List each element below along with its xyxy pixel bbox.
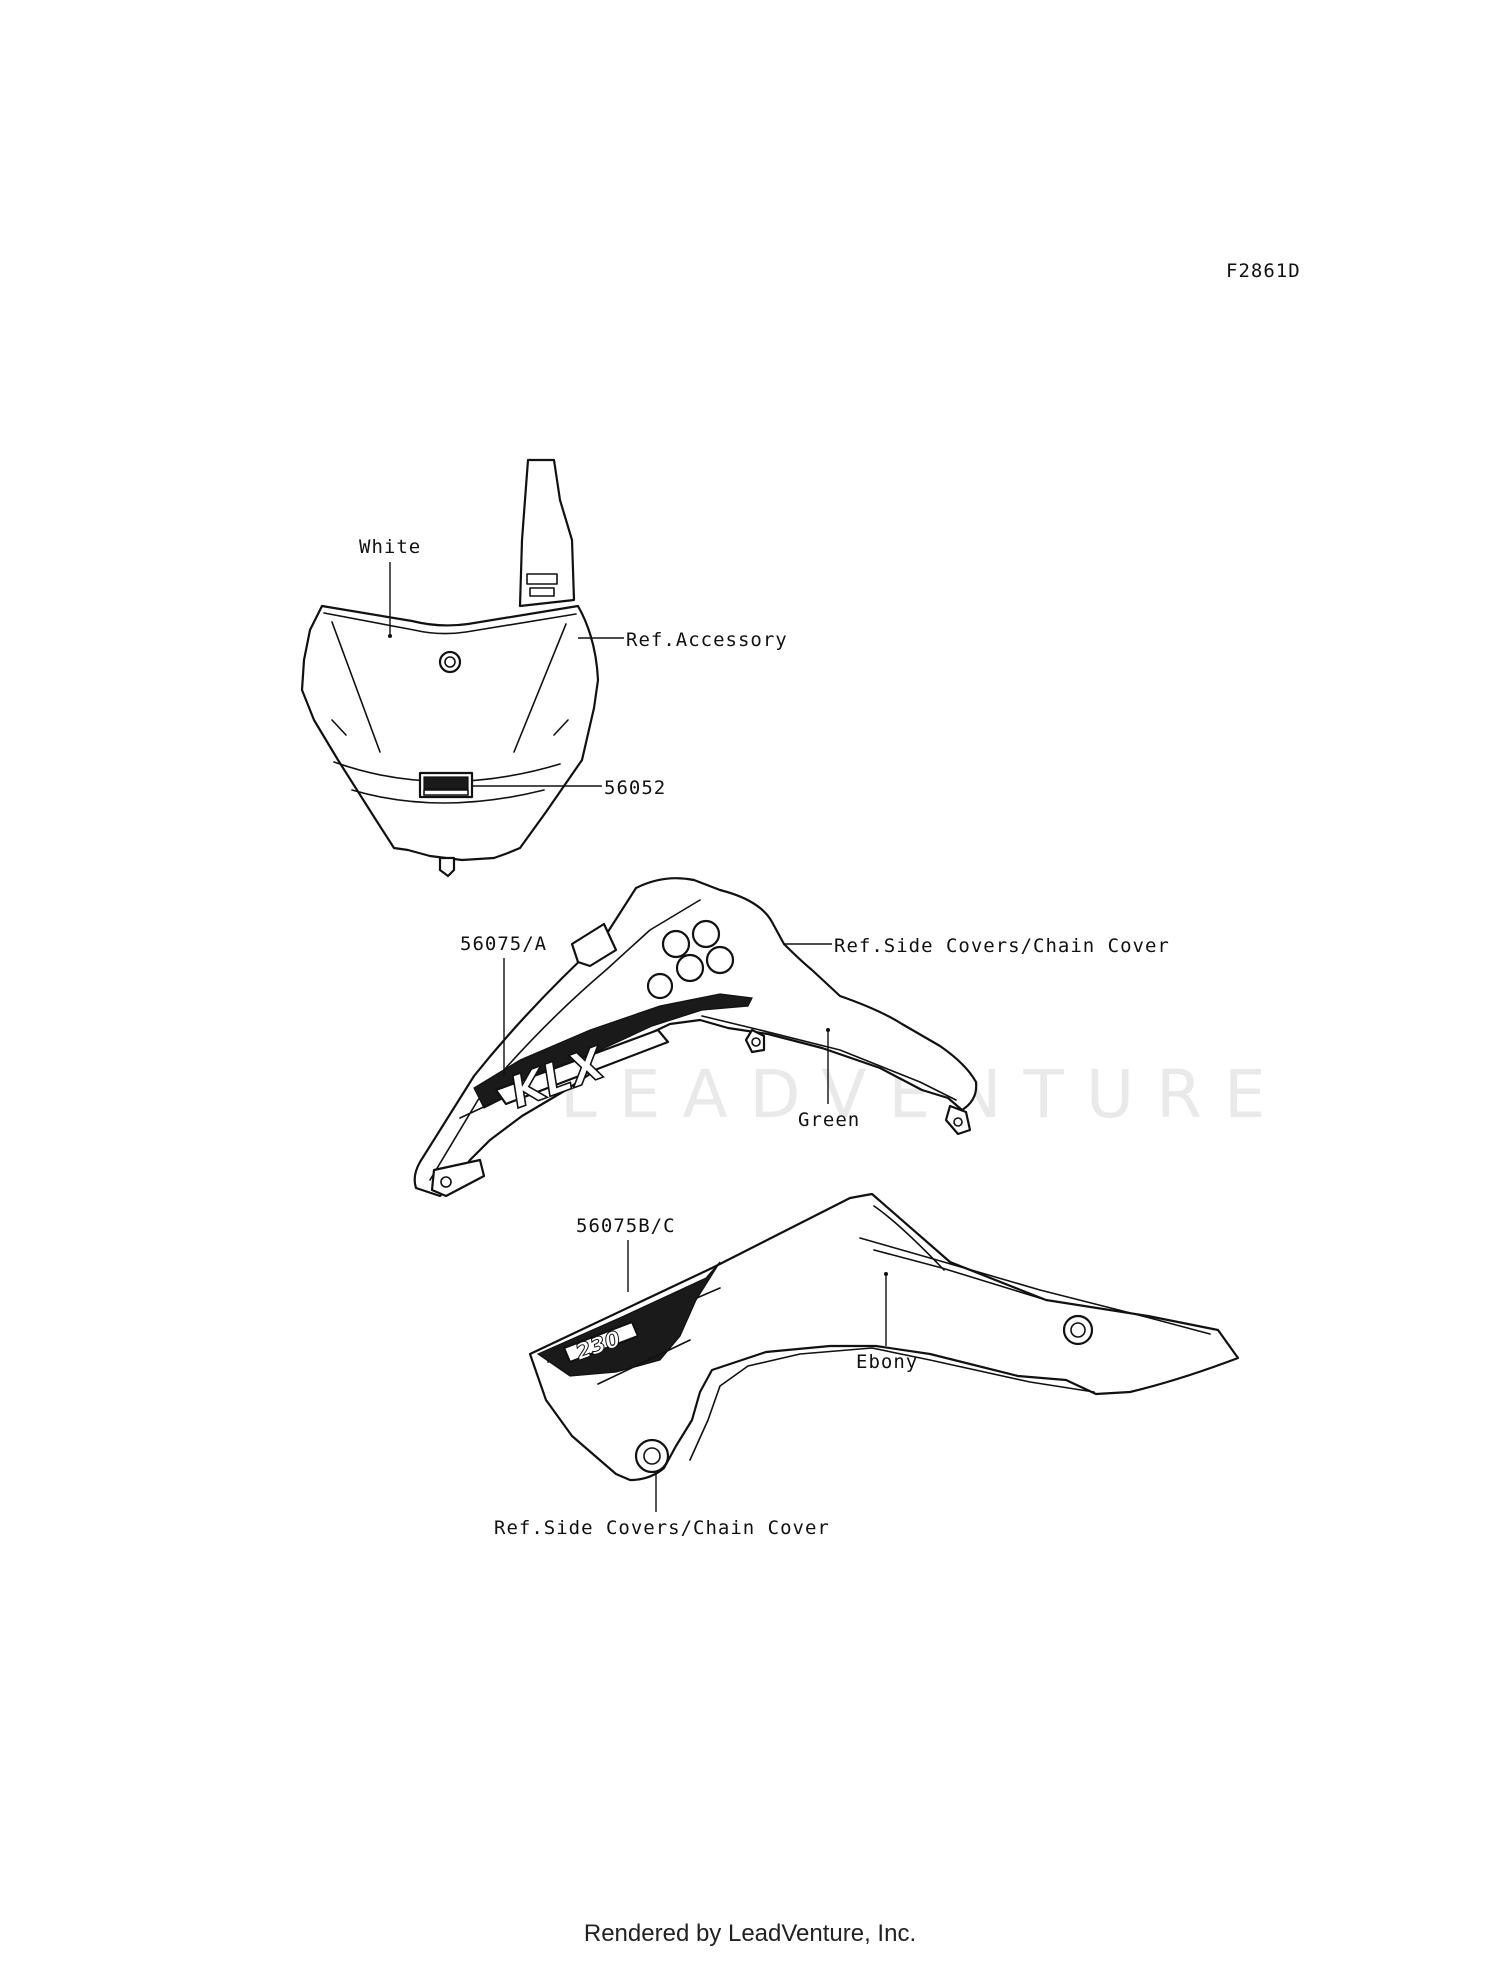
figure-id: F2861D [1226,260,1301,282]
label-56052: 56052 [604,777,666,799]
label-56075bc: 56075B/C [576,1215,676,1237]
side-cover: 230 [528,1192,1240,1482]
footer-credit: Rendered by LeadVenture, Inc. [583,1920,917,1947]
label-green: Green [798,1109,860,1131]
radiator-shroud: KLX [413,877,978,1198]
label-white: White [359,536,421,558]
label-ref-side-covers-1: Ref.Side Covers/Chain Cover [834,935,1170,957]
label-ref-accessory: Ref.Accessory [626,629,788,651]
label-ref-side-covers-2: Ref.Side Covers/Chain Cover [494,1517,830,1539]
label-56075a: 56075/A [460,933,547,955]
front-number-plate [300,458,600,878]
label-ebony: Ebony [856,1351,918,1373]
klx-decal: KLX [494,1028,670,1120]
